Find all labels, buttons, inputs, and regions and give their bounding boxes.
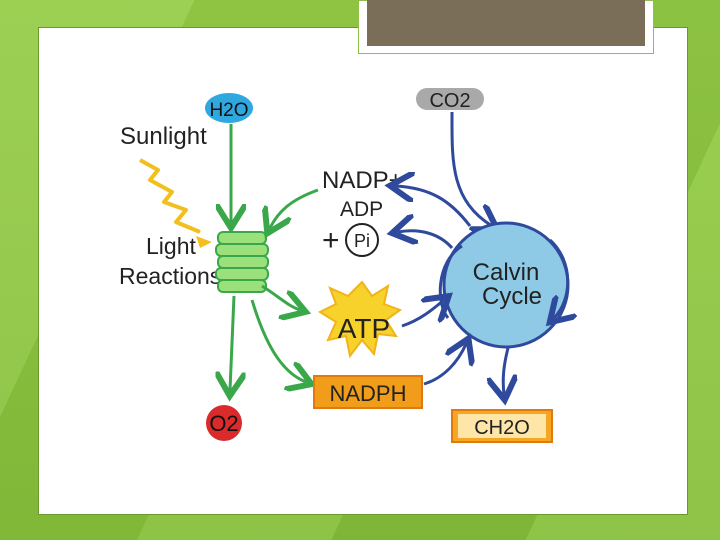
calvin-to-pi-arrow bbox=[398, 231, 452, 248]
nadph-node: NADPH bbox=[314, 376, 422, 408]
plus-label: + bbox=[322, 224, 340, 257]
nadph-label: NADPH bbox=[329, 381, 406, 406]
sunlight-zigzag bbox=[140, 160, 200, 232]
nadp-label: NADP+ bbox=[322, 167, 403, 194]
o2-arrow bbox=[230, 296, 234, 390]
light-reactions-line2: Reactions bbox=[119, 263, 221, 289]
o2-node: O2 bbox=[206, 405, 242, 441]
calvin-to-ch2o-arrow bbox=[503, 348, 508, 394]
h2o-label: H2O bbox=[209, 100, 248, 121]
thylakoid-stack bbox=[216, 232, 268, 292]
light-to-atp-arrow bbox=[262, 286, 300, 310]
h2o-node: H2O bbox=[205, 93, 253, 123]
nadp-return-arrow bbox=[270, 190, 318, 228]
light-to-nadph-arrow bbox=[252, 300, 306, 382]
calvin-cycle-node: Calvin Cycle bbox=[444, 223, 568, 347]
calvin-line2: Cycle bbox=[482, 283, 542, 310]
calvin-to-nadp-arrow bbox=[396, 186, 470, 226]
nadph-to-calvin-arrow bbox=[424, 344, 466, 384]
calvin-line1: Calvin bbox=[473, 259, 540, 286]
pi-label: Pi bbox=[354, 231, 370, 251]
sunlight-arrowhead bbox=[196, 236, 212, 248]
co2-label: CO2 bbox=[429, 90, 470, 112]
atp-to-calvin-arrow bbox=[402, 300, 444, 326]
light-reactions-line1: Light bbox=[146, 233, 196, 259]
co2-arrow bbox=[452, 112, 492, 226]
co2-node: CO2 bbox=[416, 88, 484, 112]
adp-label: ADP bbox=[340, 198, 383, 221]
sunlight-label: Sunlight bbox=[120, 123, 207, 150]
atp-label: ATP bbox=[338, 313, 390, 344]
ch2o-label: CH2O bbox=[474, 417, 530, 439]
ch2o-node: CH2O bbox=[452, 410, 552, 442]
atp-node: ATP bbox=[320, 282, 400, 356]
o2-label: O2 bbox=[209, 411, 238, 436]
